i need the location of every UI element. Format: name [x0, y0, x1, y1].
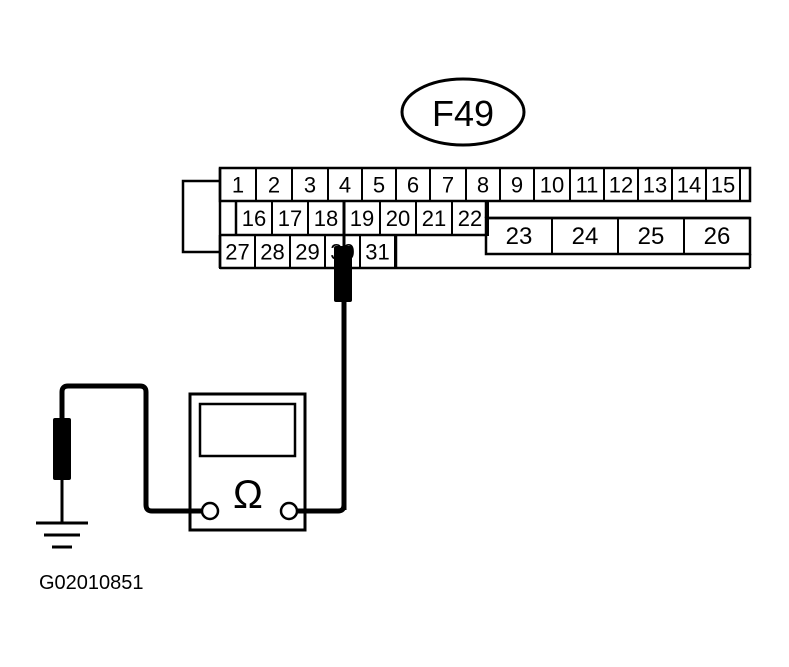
pin-cell — [683, 217, 751, 255]
pin-label: 17 — [278, 206, 302, 231]
pin-label: 29 — [295, 240, 319, 265]
pin-label: 26 — [704, 223, 731, 250]
meter-display — [198, 402, 297, 458]
pin-label: 19 — [350, 206, 374, 231]
ground-probe — [53, 418, 71, 522]
pin-label: 31 — [365, 240, 389, 265]
pin-label: 7 — [442, 173, 454, 198]
pin-label: 22 — [458, 206, 482, 231]
pin-row-2: 16 17 18 19 20 21 22 — [235, 200, 750, 236]
test-probe — [334, 200, 352, 510]
pin-label: 11 — [576, 173, 599, 198]
meter-terminal-left — [200, 501, 220, 521]
pin-label: 2 — [268, 173, 280, 198]
pin-label: 28 — [260, 240, 284, 265]
probe-lead — [297, 504, 347, 514]
pin-row-large: 23 24 25 26 — [485, 217, 751, 255]
ohmmeter: Ω — [188, 392, 307, 532]
pin-label: 8 — [477, 173, 489, 198]
pin-label: 20 — [386, 206, 410, 231]
connector-label-text: F49 — [432, 93, 494, 134]
ground-lead — [59, 383, 202, 514]
pin-label: 24 — [572, 223, 599, 250]
meter-terminal-right — [279, 501, 299, 521]
pin-label: 9 — [511, 173, 523, 198]
pin-label: 5 — [373, 173, 385, 198]
pin-label: 16 — [242, 206, 266, 231]
pin-label: 23 — [506, 223, 533, 250]
pin-label: 25 — [638, 223, 665, 250]
ohm-symbol: Ω — [233, 473, 263, 517]
pin-label: 15 — [711, 173, 735, 198]
ground-icon — [36, 521, 88, 549]
pin-label: 3 — [304, 173, 316, 198]
pin-row-3: 2728293031 — [219, 234, 396, 269]
pin-label: 12 — [609, 173, 633, 198]
pin-label: 14 — [677, 173, 701, 198]
pin-label: 1 — [232, 173, 244, 198]
connector-label: F49 — [400, 77, 526, 147]
figure-id: G02010851 — [39, 572, 144, 594]
pin-label: 18 — [314, 206, 338, 231]
pin-label: 10 — [540, 173, 564, 198]
pin-label: 13 — [643, 173, 667, 198]
pin-label: 27 — [225, 240, 249, 265]
pin-cell — [359, 234, 396, 269]
pin-label: 21 — [422, 206, 446, 231]
pin-label: 6 — [407, 173, 419, 198]
pin-label: 4 — [339, 173, 351, 198]
